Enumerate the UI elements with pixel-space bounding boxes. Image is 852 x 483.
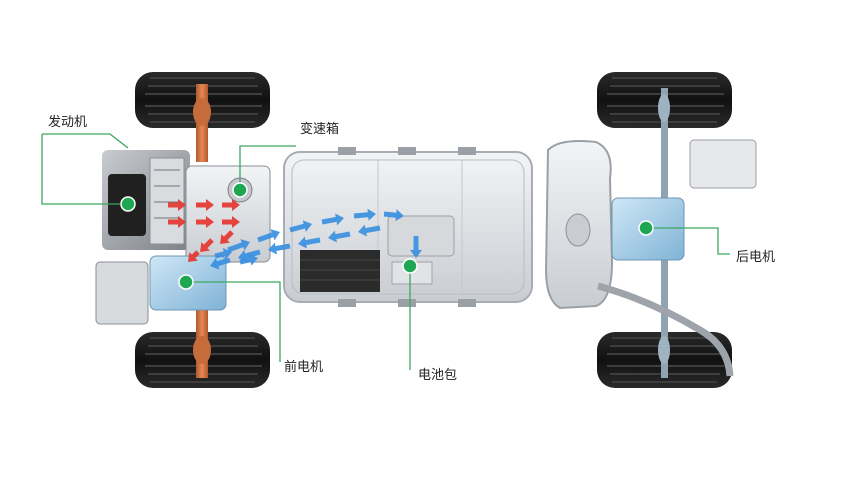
gearbox-marker — [232, 182, 248, 198]
red-flow-arrow — [200, 238, 214, 252]
leader-line — [186, 281, 281, 362]
red-flow-arrow — [188, 250, 200, 262]
blue-flow-arrow — [328, 230, 351, 243]
blue-flow-arrow — [353, 208, 376, 221]
blue-flow-arrow — [214, 247, 232, 260]
red-flow-arrow — [222, 199, 240, 211]
red-flow-arrow — [196, 216, 214, 228]
blue-flow-arrow — [289, 220, 312, 233]
red-flow-arrow — [222, 216, 240, 228]
energy-flow-arrows — [168, 199, 422, 270]
red-flow-arrow — [168, 216, 186, 228]
fuel-tank — [544, 140, 614, 310]
engine-marker — [120, 196, 136, 212]
battery-pack — [283, 147, 533, 307]
front-drive-shaft — [193, 84, 211, 378]
front-motor-label: 前电机 — [284, 360, 324, 375]
component-markers — [120, 182, 654, 290]
blue-flow-arrow — [257, 229, 280, 243]
battery-pack-marker — [402, 258, 418, 274]
blue-flow-arrow — [321, 213, 344, 226]
blue-flow-arrow — [383, 209, 404, 222]
blue-flow-arrow — [227, 239, 250, 253]
leader-line — [650, 227, 730, 255]
exhaust-pipe — [597, 282, 734, 377]
rear-motor — [611, 139, 757, 261]
blue-flow-arrow — [239, 253, 258, 266]
blue-flow-arrow — [410, 236, 422, 258]
leader-line — [42, 133, 129, 149]
red-flow-arrow — [168, 199, 186, 211]
blue-flow-arrow — [268, 242, 291, 255]
rear-motor-label: 后电机 — [736, 250, 776, 265]
blue-flow-arrow — [298, 236, 321, 249]
engine-label: 发动机 — [48, 115, 88, 130]
front-motor-marker — [178, 274, 194, 290]
blue-flow-arrow — [210, 257, 231, 270]
engine — [102, 150, 190, 250]
rear-motor-marker — [638, 220, 654, 236]
blue-flow-arrow — [358, 224, 381, 237]
battery-pack-label: 电池包 — [418, 368, 458, 383]
leader-lines — [41, 133, 730, 370]
red-flow-arrow — [220, 230, 234, 244]
red-flow-arrow — [196, 199, 214, 211]
leader-line — [41, 134, 120, 205]
gearbox-label: 变速箱 — [300, 122, 340, 137]
leader-line — [239, 145, 296, 190]
